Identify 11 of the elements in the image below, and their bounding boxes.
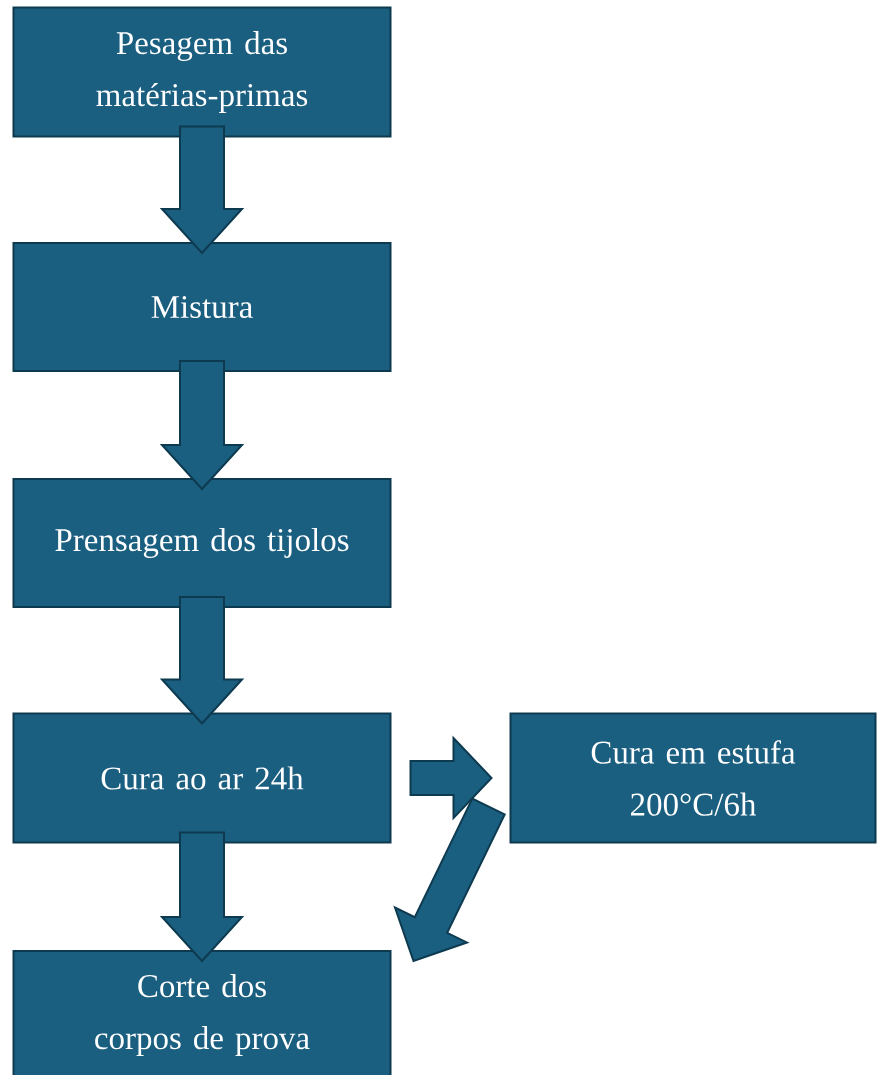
process-box: Corte dos corpos de prova (12, 950, 392, 1075)
process-box: Cura ao ar 24h (12, 712, 392, 844)
process-box: Prensagem dos tijolos (12, 478, 392, 608)
block-arrow (159, 596, 245, 725)
block-arrow (159, 125, 245, 255)
block-arrow (159, 360, 245, 491)
process-box: Pesagem das matérias-primas (12, 6, 392, 138)
block-arrow (409, 735, 493, 821)
block-arrow (159, 831, 245, 963)
process-box: Mistura (12, 242, 392, 372)
process-box: Cura em estufa 200°C/6h (509, 712, 877, 844)
